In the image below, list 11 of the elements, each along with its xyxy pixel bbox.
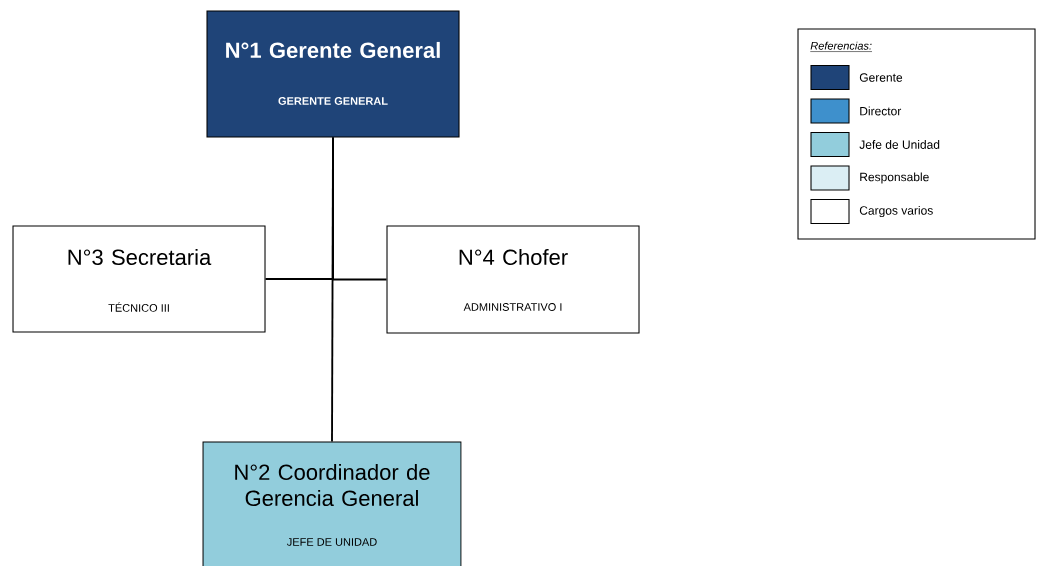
legend-label: Gerente bbox=[859, 73, 903, 82]
legend-label: Cargos varios bbox=[859, 205, 933, 218]
connector-line bbox=[331, 136, 334, 443]
legend-label: Responsable bbox=[860, 172, 929, 184]
position-box: N°1 Gerente General GERENTE GENERAL bbox=[206, 10, 460, 138]
position-box: N°3 Secretaria TÉCNICO III bbox=[12, 225, 266, 333]
position-box: N°4 Chofer ADMINISTRATIVO I bbox=[386, 225, 640, 334]
legend-title: Referencias: bbox=[810, 41, 873, 52]
legend-label: Jefe de Unidad bbox=[859, 140, 940, 149]
position-box: N°2 Coordinador de Gerencia General JEFE DE UNIDAD bbox=[202, 441, 462, 566]
legend-label: Director bbox=[860, 106, 902, 116]
